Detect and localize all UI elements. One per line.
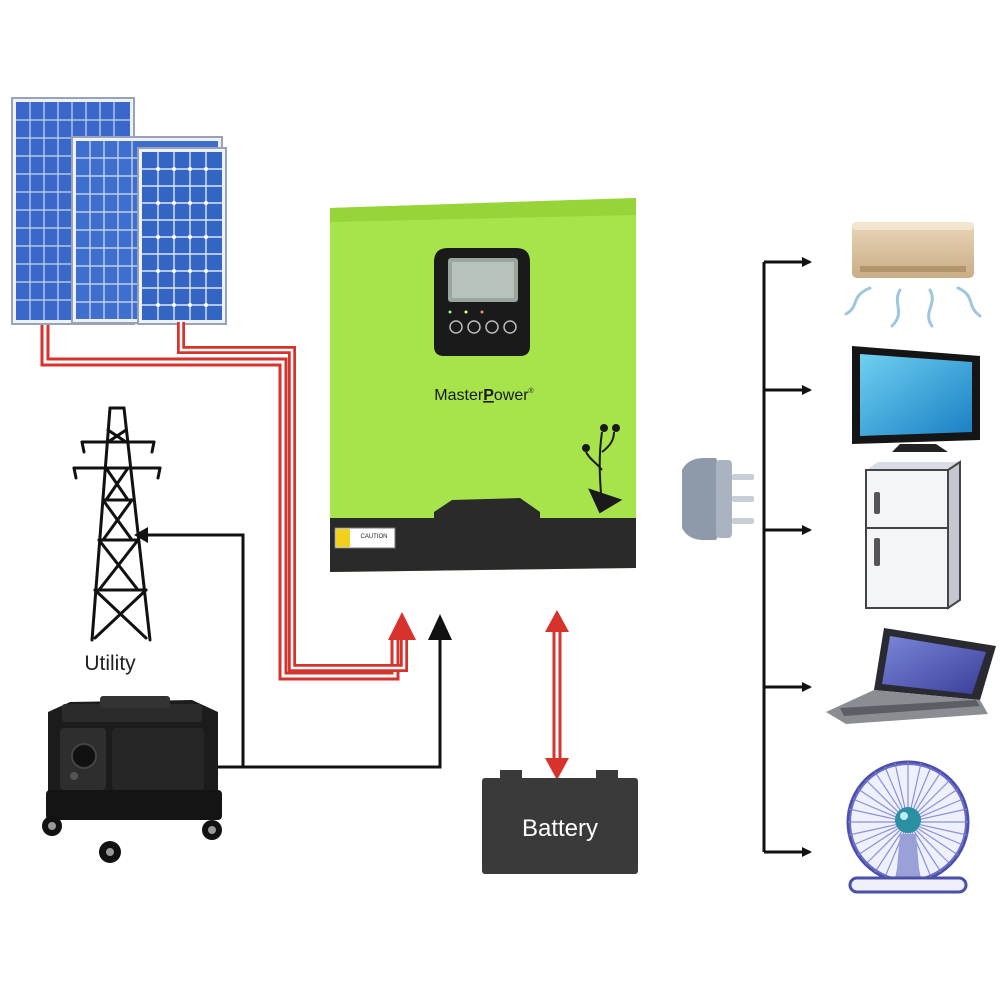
- air-conditioner-icon: [844, 222, 982, 328]
- button-2: [467, 320, 481, 334]
- refrigerator-icon: [865, 460, 961, 610]
- inverter-control-panel: [434, 248, 530, 356]
- battery-down-arrow: [545, 758, 569, 780]
- television-icon: [852, 346, 980, 452]
- caution-label: CAUTION: [334, 527, 396, 549]
- solar-panels-icon: [11, 97, 227, 325]
- button-1: [449, 320, 463, 334]
- utility-feed-arrow: [134, 527, 148, 543]
- svg-text:CAUTION: CAUTION: [361, 534, 388, 540]
- laptop-icon: [826, 628, 996, 724]
- button-4: [503, 320, 517, 334]
- brand-logo: MasterPower®: [434, 387, 534, 404]
- generator-icon: [42, 696, 222, 863]
- transmission-tower-icon: [72, 406, 162, 642]
- load-bus: [762, 257, 812, 857]
- button-3: [485, 320, 499, 334]
- fan-icon: [846, 760, 970, 894]
- utility-label: Utility: [84, 652, 136, 675]
- solar-panel-3: [137, 147, 227, 325]
- ac-input-arrow: [428, 614, 452, 640]
- utility-generator-wiring: [146, 533, 442, 769]
- battery-up-arrow: [545, 610, 569, 632]
- leaf-logo-icon: [582, 424, 623, 514]
- battery-icon: [482, 770, 638, 874]
- battery-label: Battery: [522, 815, 598, 842]
- solar-input-arrow: [388, 612, 416, 640]
- solar-to-inverter-line: [40, 322, 408, 681]
- plug-icon: [682, 458, 754, 540]
- inverter-icon: CAUTION MasterPower®: [330, 198, 636, 572]
